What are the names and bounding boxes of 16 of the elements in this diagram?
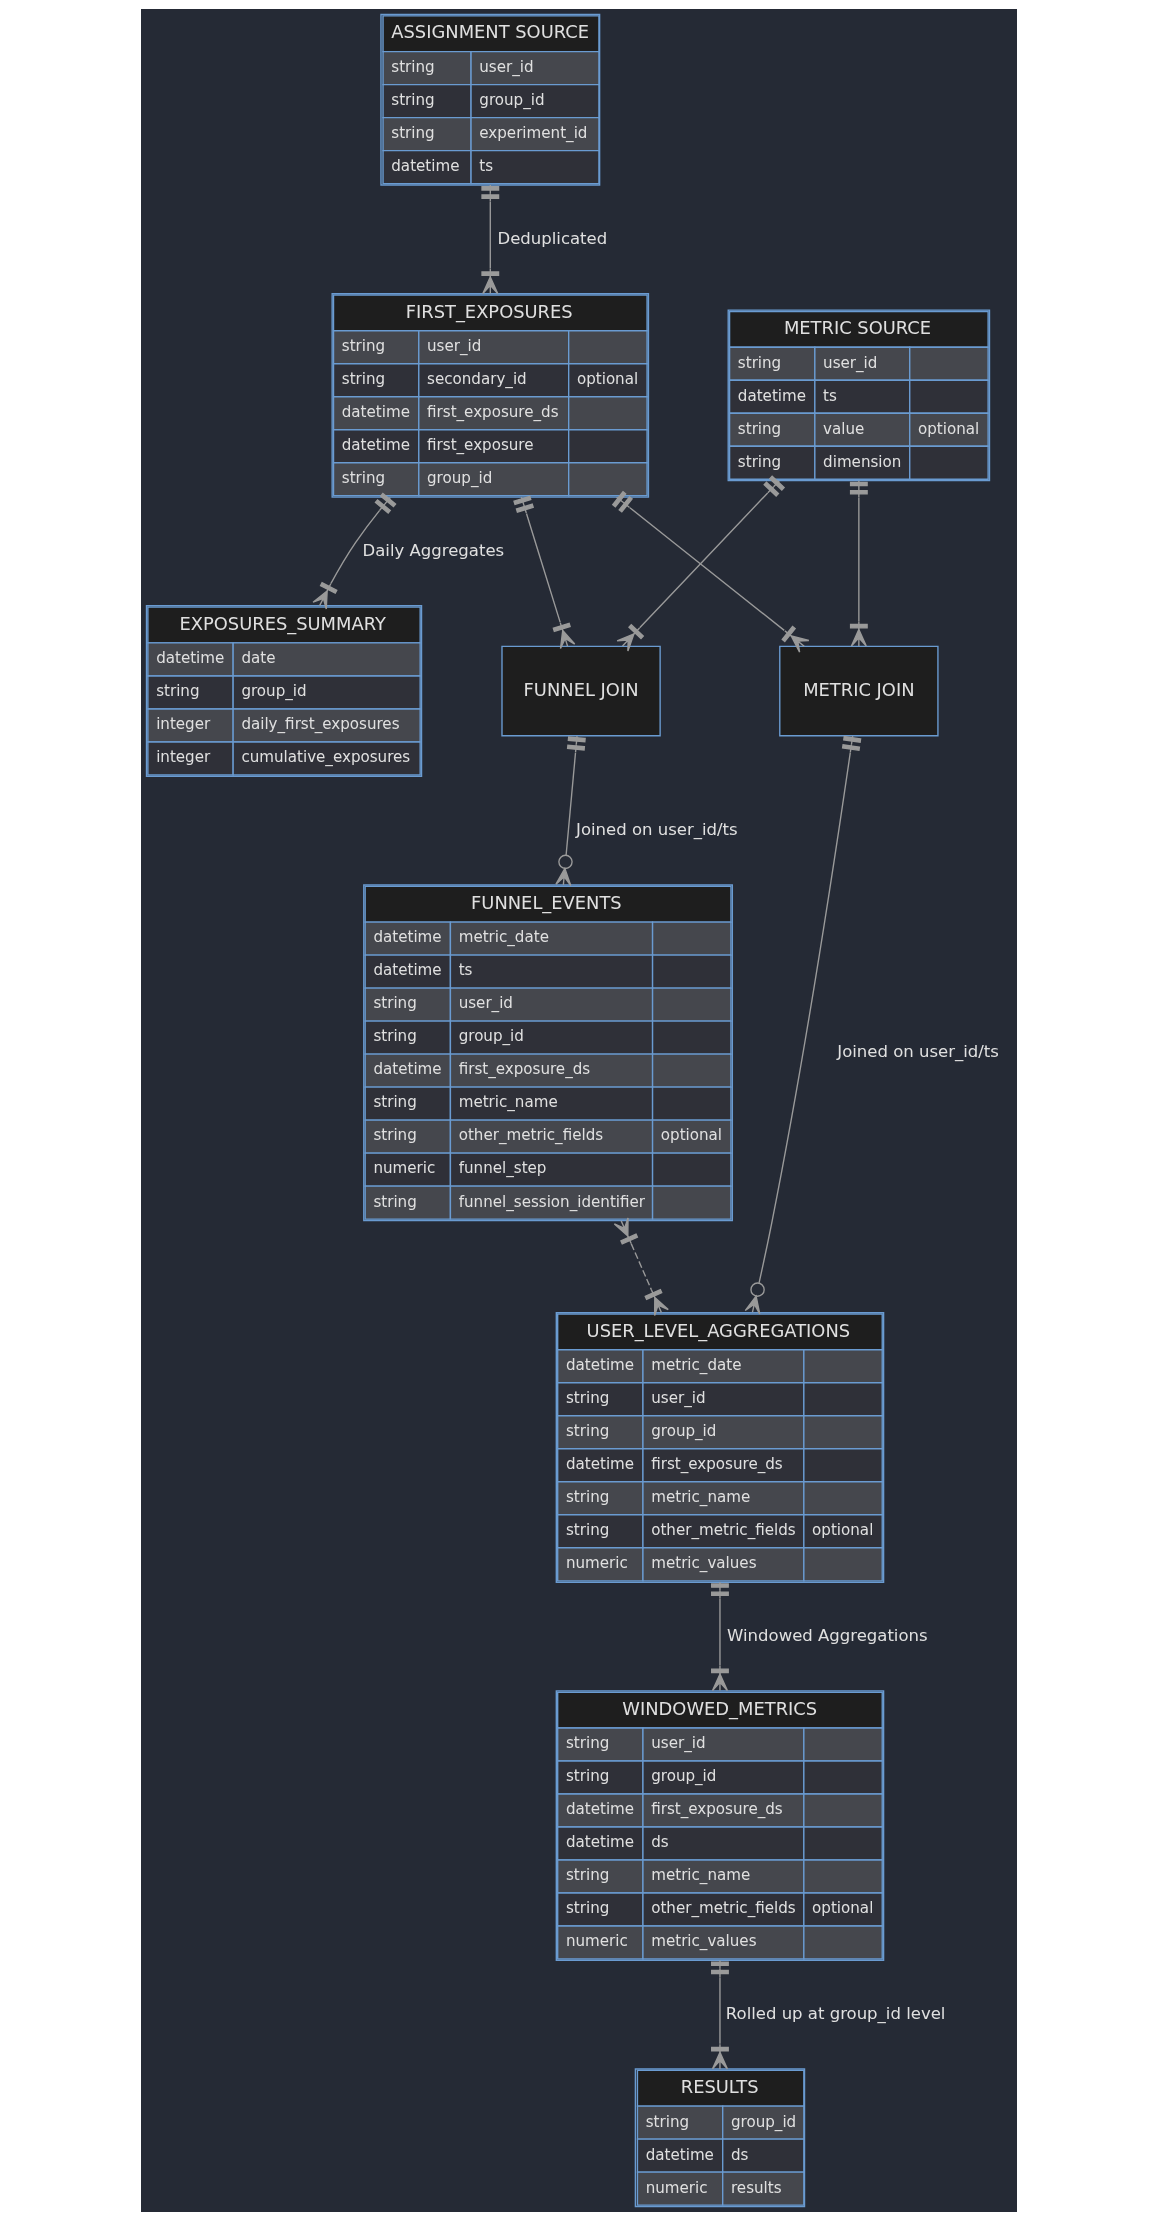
- edge-label: Daily Aggregates: [362, 540, 504, 560]
- edge-label: Joined on user_id/ts: [836, 1042, 999, 1061]
- node-box: METRIC JOIN: [778, 645, 939, 737]
- edge-label: Windowed Aggregations: [726, 1625, 928, 1645]
- connector: [311, 492, 397, 610]
- node-box: FUNNEL JOIN: [500, 645, 661, 737]
- connector: [611, 490, 810, 653]
- connector: [710, 1581, 729, 1692]
- edge-label: Rolled up at group_id level: [725, 2003, 945, 2023]
- connector: [615, 475, 785, 652]
- edge-label: Joined on user_id/ts: [575, 819, 738, 839]
- connector: [554, 735, 586, 887]
- connector: [744, 735, 861, 1315]
- connector: [613, 1217, 669, 1317]
- connector: [512, 495, 575, 650]
- edge-label: Deduplicated: [496, 228, 607, 248]
